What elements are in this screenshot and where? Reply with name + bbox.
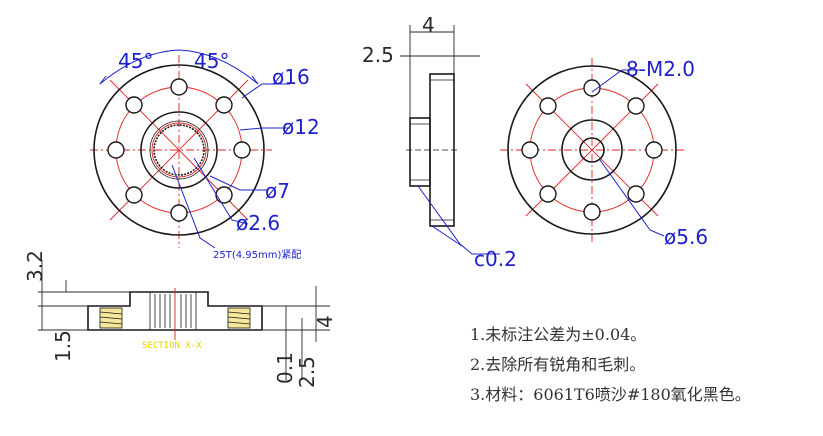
front-spline-teeth: [153, 124, 205, 176]
section-label: SECTION X-X: [142, 341, 202, 351]
section-dim-25: 2.5: [295, 356, 319, 388]
chamfer-leader-2: [431, 225, 463, 247]
section-thread-right: [227, 307, 251, 329]
hole-icon: [233, 141, 251, 159]
rear-outer-circle: [507, 65, 677, 235]
hole-icon: [539, 185, 557, 203]
chamfer-label: c0.2: [474, 247, 517, 271]
hole-icon: [627, 97, 645, 115]
side-hub: [409, 117, 431, 187]
d12-label: ø12: [282, 115, 320, 139]
section-view: SECTION X-X 3.2 1.5 4 0.1 2.5: [23, 250, 337, 388]
d16-label: ø16: [272, 65, 310, 89]
angle-arc: [99, 49, 259, 85]
d56-leader: [599, 159, 665, 237]
d12-leader: [239, 127, 290, 131]
spline-leader: [171, 164, 216, 249]
section-outline: [87, 291, 263, 331]
hole-icon: [627, 185, 645, 203]
hole-icon: [125, 96, 143, 114]
thread-label: 8-M2.0: [626, 57, 695, 81]
angle-arrow-right: [251, 75, 259, 85]
section-spline-hatch: [154, 294, 192, 328]
chamfer-leader: [417, 185, 500, 255]
angle-right-label: 45°: [194, 49, 229, 73]
rear-center-hole: [579, 137, 605, 163]
front-hub-circle: [140, 111, 218, 189]
thread-leader: [591, 69, 640, 93]
hole-icon: [645, 141, 663, 159]
hole-icon: [170, 204, 188, 222]
side-view: 4 2.5 c0.2: [362, 13, 517, 271]
hole-icon: [107, 141, 125, 159]
section-dim-32: 3.2: [23, 250, 47, 282]
d56-label: ø5.6: [664, 225, 708, 249]
note-1: 1.未标注公差为±0.04。: [470, 325, 646, 344]
hole-icon: [125, 186, 143, 204]
note-2: 2.去除所有锐角和毛刺。: [470, 355, 645, 374]
d26-label: ø2.6: [236, 211, 280, 235]
section-dim-4: 4: [313, 315, 337, 328]
spline-note: 25T(4.95mm)紧配: [213, 249, 301, 261]
rear-view: 8-M2.0 ø5.6: [500, 57, 708, 249]
front-view: 45° 45° ø16 ø12 ø7 ø2.6 25T(4.95mm)紧配: [90, 49, 320, 261]
rear-boss-circle: [561, 119, 623, 181]
rear-thread-holes: [521, 79, 663, 221]
side-dim-25: 2.5: [362, 43, 394, 67]
d7-leader: [209, 175, 268, 191]
d16-leader: [241, 83, 290, 99]
hole-icon: [215, 96, 233, 114]
section-dim-01: 0.1: [273, 352, 297, 384]
front-outer-circle: [93, 64, 265, 236]
hole-icon: [539, 97, 557, 115]
section-dim-15: 1.5: [51, 330, 75, 362]
technical-notes: 1.未标注公差为±0.04。 2.去除所有锐角和毛刺。 3.材料：6061T6喷…: [470, 325, 751, 404]
angle-arrow-left: [99, 75, 107, 85]
front-spline-outer: [149, 120, 209, 180]
angle-left-label: 45°: [118, 49, 153, 73]
hole-icon: [521, 141, 539, 159]
d26-leader: [193, 157, 249, 225]
hole-icon: [583, 79, 601, 97]
front-mount-holes: [107, 78, 251, 222]
d7-label: ø7: [265, 179, 290, 203]
hole-icon: [583, 203, 601, 221]
front-spline-pitch: [151, 122, 207, 178]
section-thread-left: [99, 307, 123, 329]
note-3: 3.材料：6061T6喷沙#180氧化黑色。: [470, 385, 751, 404]
side-dim-4: 4: [422, 13, 435, 37]
hole-icon: [170, 78, 188, 96]
hole-icon: [215, 186, 233, 204]
